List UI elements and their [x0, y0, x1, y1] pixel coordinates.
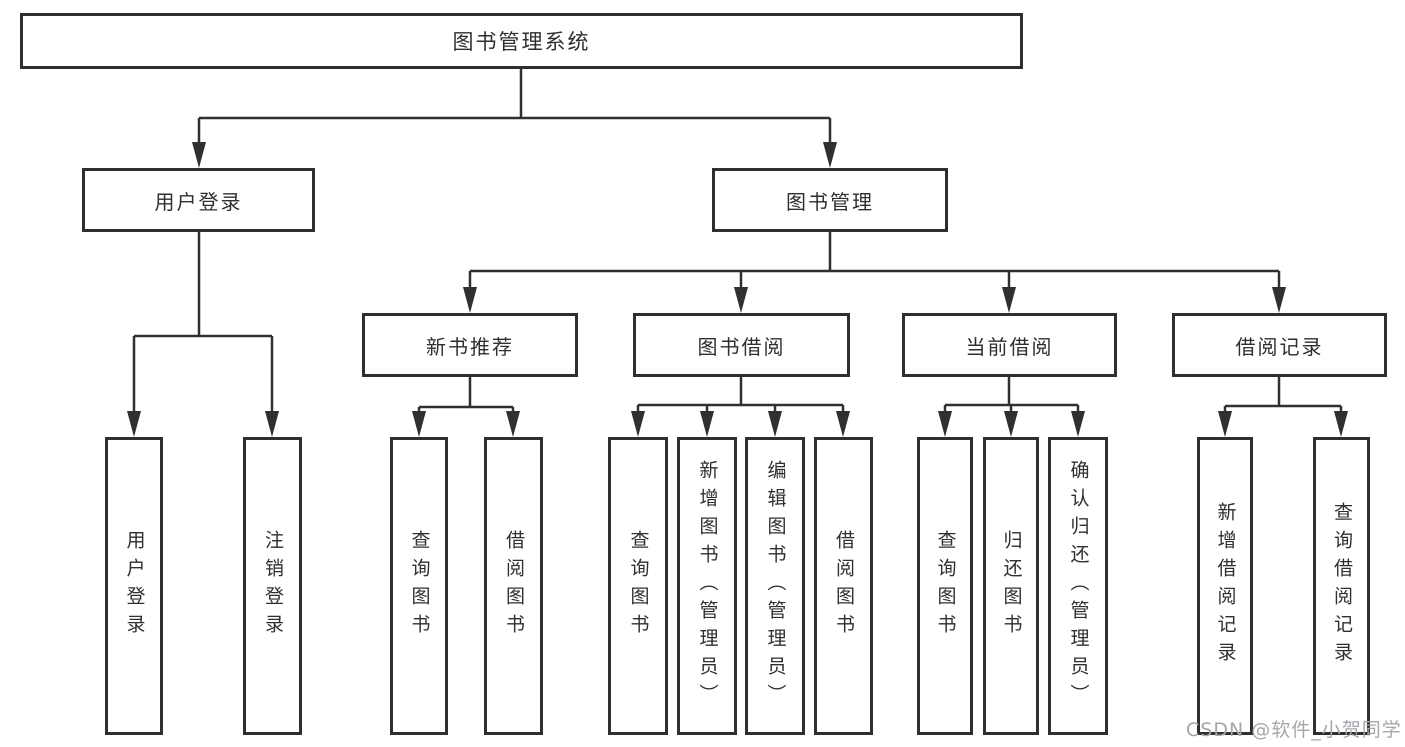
- arrowheads-book-borrow: [631, 411, 850, 437]
- node-user-login: 用户登录: [82, 168, 315, 232]
- node-library-management-system: 图书管理系统: [20, 13, 1023, 69]
- node-label: 图书管理: [786, 189, 874, 214]
- leaf-edit-book-admin: 编辑图书（管理员）: [745, 437, 805, 735]
- leaf-label: 新增借阅记录: [1214, 502, 1237, 670]
- leaf-label: 查询借阅记录: [1331, 502, 1353, 670]
- node-label: 图书借阅: [697, 334, 786, 359]
- connector-root-to-level2: [197, 69, 832, 150]
- leaf-label: 新增图书（管理员）: [696, 460, 719, 712]
- leaf-logout-login: 注销登录: [243, 437, 302, 735]
- leaf-current-query-book: 查询图书: [917, 437, 973, 735]
- node-book-borrow: 图书借阅: [633, 313, 850, 377]
- leaf-confirm-return-admin: 确认归还（管理员）: [1048, 437, 1108, 735]
- leaf-recommend-query-book: 查询图书: [390, 437, 448, 735]
- node-label: 当前借阅: [965, 334, 1054, 359]
- leaf-label: 确认归还（管理员）: [1067, 460, 1090, 712]
- arrowheads-borrow-record: [1218, 411, 1348, 437]
- leaf-label: 查询图书: [408, 530, 431, 642]
- node-new-book-recommend: 新书推荐: [362, 313, 578, 377]
- connector-book-management-to-level3: [468, 232, 1281, 296]
- node-label: 图书管理系统: [452, 30, 591, 54]
- leaf-add-borrow-record: 新增借阅记录: [1197, 437, 1253, 735]
- leaf-label: 查询图书: [934, 530, 957, 642]
- leaf-borrow-query-book: 查询图书: [608, 437, 668, 735]
- arrowheads-new-book-recommend: [412, 411, 520, 437]
- node-label: 用户登录: [154, 189, 243, 214]
- leaf-label: 借阅图书: [503, 530, 525, 642]
- arrowheads-level2: [192, 142, 837, 168]
- arrowheads-current-borrow: [938, 411, 1085, 437]
- leaf-query-borrow-record: 查询借阅记录: [1313, 437, 1370, 735]
- connector-book-borrow-to-leaves: [636, 377, 845, 420]
- node-label: 借阅记录: [1235, 334, 1324, 359]
- node-current-borrow: 当前借阅: [902, 313, 1117, 377]
- leaf-label: 用户登录: [123, 530, 146, 642]
- leaf-borrow-borrow-book: 借阅图书: [814, 437, 873, 735]
- leaf-label: 归还图书: [1000, 530, 1023, 642]
- connector-borrow-record-to-leaves: [1223, 377, 1343, 420]
- node-borrow-record: 借阅记录: [1172, 313, 1387, 377]
- leaf-label: 编辑图书（管理员）: [764, 460, 787, 712]
- leaf-recommend-borrow-book: 借阅图书: [484, 437, 543, 735]
- connector-current-borrow-to-leaves: [943, 377, 1080, 420]
- node-label: 新书推荐: [426, 334, 514, 359]
- leaf-return-book: 归还图书: [983, 437, 1039, 735]
- leaf-user-login: 用户登录: [105, 437, 163, 735]
- arrowheads-user-login-leaves: [127, 411, 279, 437]
- node-book-management: 图书管理: [712, 168, 948, 232]
- leaf-label: 查询图书: [627, 530, 650, 642]
- leaf-label: 注销登录: [262, 530, 284, 642]
- csdn-watermark: CSDN @软件_小贺同学: [1186, 719, 1402, 741]
- leaf-label: 借阅图书: [833, 530, 855, 642]
- leaf-add-book-admin: 新增图书（管理员）: [677, 437, 737, 735]
- arrowheads-level3: [463, 287, 1286, 313]
- connector-new-book-recommend-to-leaves: [417, 377, 515, 420]
- connector-user-login-to-leaves: [132, 232, 274, 420]
